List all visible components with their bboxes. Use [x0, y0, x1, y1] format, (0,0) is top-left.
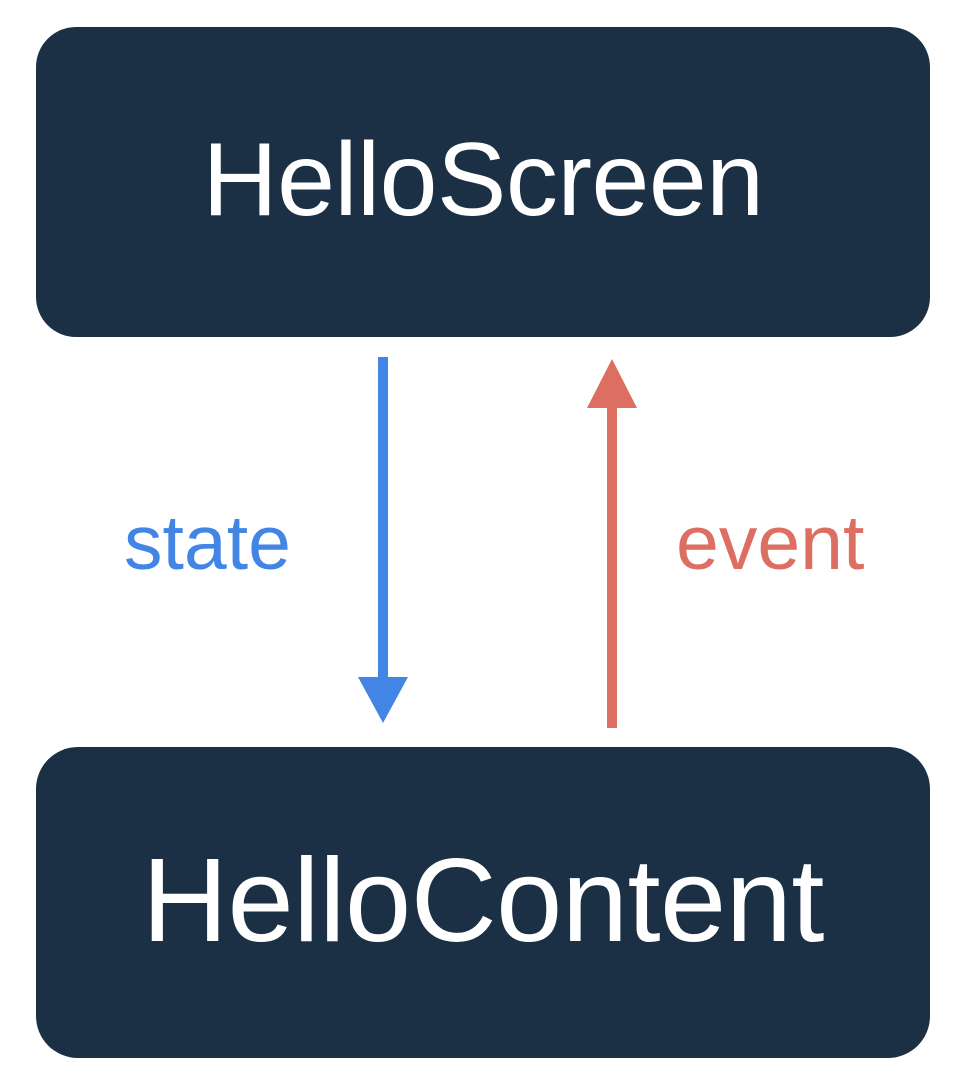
node-hello-screen-label: HelloScreen: [202, 122, 764, 238]
state-arrow: [358, 357, 408, 723]
node-hello-screen[interactable]: HelloScreen: [36, 27, 930, 337]
node-hello-content[interactable]: HelloContent: [36, 747, 930, 1058]
edge-label-event: event: [676, 500, 865, 586]
edge-label-state: state: [124, 500, 291, 586]
node-hello-content-label: HelloContent: [142, 834, 824, 967]
event-arrow: [587, 359, 637, 728]
